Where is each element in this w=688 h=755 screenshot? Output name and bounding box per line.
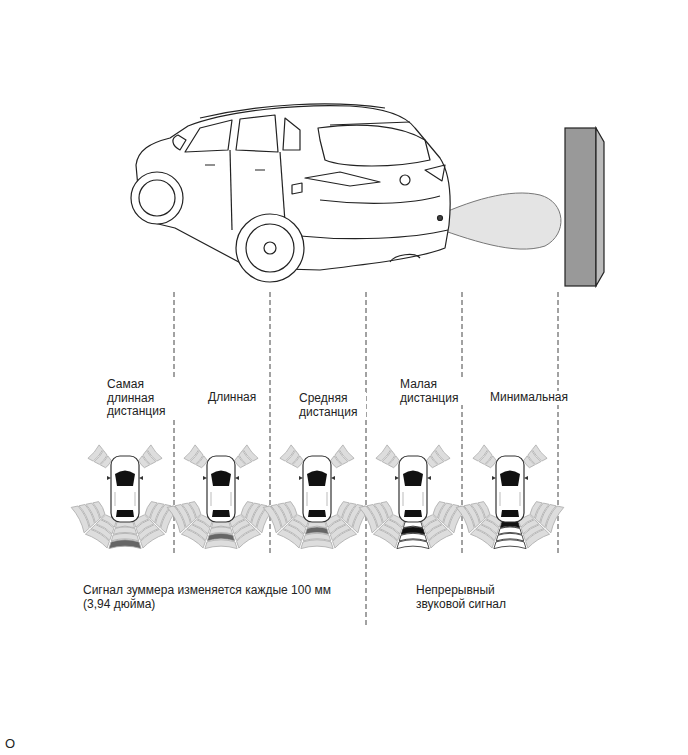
front-sensor-segment (88, 445, 103, 461)
car-icon (207, 456, 235, 522)
display-icons (71, 445, 564, 549)
mirror (173, 135, 186, 150)
zone-name: Длинная (207, 391, 269, 405)
sensor-segment (141, 529, 165, 548)
sensor-segment (205, 540, 237, 549)
rear-window-side (236, 115, 278, 152)
note: Непрерывный звуковой сигнал (415, 584, 537, 611)
zone-name: Средняя дистанция (298, 392, 366, 419)
front-wheel (131, 172, 183, 224)
sensor-segment (373, 529, 397, 548)
sensor-segment (237, 529, 261, 548)
body-line (115, 492, 116, 506)
body-line (520, 492, 521, 506)
front-sensor-segment (532, 445, 547, 461)
sensor-segment (85, 529, 109, 548)
zone-divider (366, 292, 367, 628)
sensor-segment (397, 540, 429, 549)
sensor-segment (494, 540, 526, 549)
sensor-segment (359, 506, 377, 533)
body-line (423, 492, 424, 506)
rear-window (308, 510, 326, 517)
bumper-line (300, 230, 448, 239)
hub (264, 242, 276, 254)
tail-light (305, 172, 380, 186)
body-line (327, 492, 328, 506)
body-line (500, 492, 501, 506)
wall (565, 128, 596, 286)
door-handle (205, 165, 265, 170)
roof-rail (200, 104, 385, 118)
sensor-segment (429, 529, 453, 548)
sensor-segment (167, 506, 185, 533)
body-line (307, 492, 308, 506)
car-icon (399, 456, 427, 522)
far-wheel (390, 255, 420, 262)
front-sensor-segment (147, 445, 162, 461)
hatch-glass (318, 125, 430, 166)
front-sensor-segment (376, 445, 391, 461)
rear-window (116, 510, 134, 517)
sensor-segment (277, 529, 301, 548)
wall-side (596, 128, 604, 286)
hatch-line (320, 196, 440, 203)
rear-window (501, 510, 519, 517)
note: Сигнал зуммера изменяется каждые 100 мм … (82, 584, 352, 611)
rear-rim (246, 224, 294, 272)
mirror (299, 476, 335, 480)
front-sensor-segment (243, 445, 258, 461)
car-icon (111, 456, 139, 522)
body-line (231, 492, 232, 506)
sensor-segment (526, 529, 550, 548)
zone-name: Самая длинная дистанция (106, 378, 178, 419)
front-sensor-segment (435, 445, 450, 461)
windshield (500, 471, 520, 487)
front-window (185, 120, 232, 152)
rear-wheel (236, 214, 304, 282)
body-line (135, 492, 136, 506)
front-sensor-segment (339, 445, 354, 461)
mirror (395, 476, 431, 480)
sensor-segment (301, 540, 333, 549)
zone-divider (174, 292, 558, 628)
mirror (492, 476, 528, 480)
sensor-segment (71, 506, 89, 533)
zone-name: Минимальная (489, 391, 581, 405)
spoiler (330, 122, 410, 125)
figure-code: O (4, 737, 26, 751)
windshield (307, 471, 327, 487)
windshield (403, 471, 423, 487)
front-sensor-segment (473, 445, 488, 461)
sensor (438, 216, 443, 221)
sensor-segment (181, 529, 205, 548)
car-icon (496, 456, 524, 522)
front-sensor-segment (280, 445, 295, 461)
rear-window (404, 510, 422, 517)
mirror (203, 476, 239, 480)
windshield (115, 471, 135, 487)
door-line (230, 150, 232, 230)
front-rim (139, 180, 175, 216)
fuel-door (292, 183, 302, 194)
sensor-segment (263, 506, 281, 533)
windshield (211, 471, 231, 487)
sensor-segment (109, 540, 141, 549)
sensor-segment (470, 529, 494, 548)
mirror (107, 476, 143, 480)
sensor-segment (333, 529, 357, 548)
door-line (280, 152, 285, 222)
body-line (211, 492, 212, 506)
car-illustration (131, 104, 450, 282)
body-line (403, 492, 404, 506)
quarter-window (283, 118, 300, 150)
front-sensor-segment (184, 445, 199, 461)
logo (400, 175, 410, 185)
tail-light (425, 165, 445, 181)
zone-name: Малая дистанция (399, 378, 463, 405)
car-icon (303, 456, 331, 522)
rear-window (212, 510, 230, 517)
sensor-segment (456, 506, 474, 533)
sensor-segment (546, 506, 564, 533)
